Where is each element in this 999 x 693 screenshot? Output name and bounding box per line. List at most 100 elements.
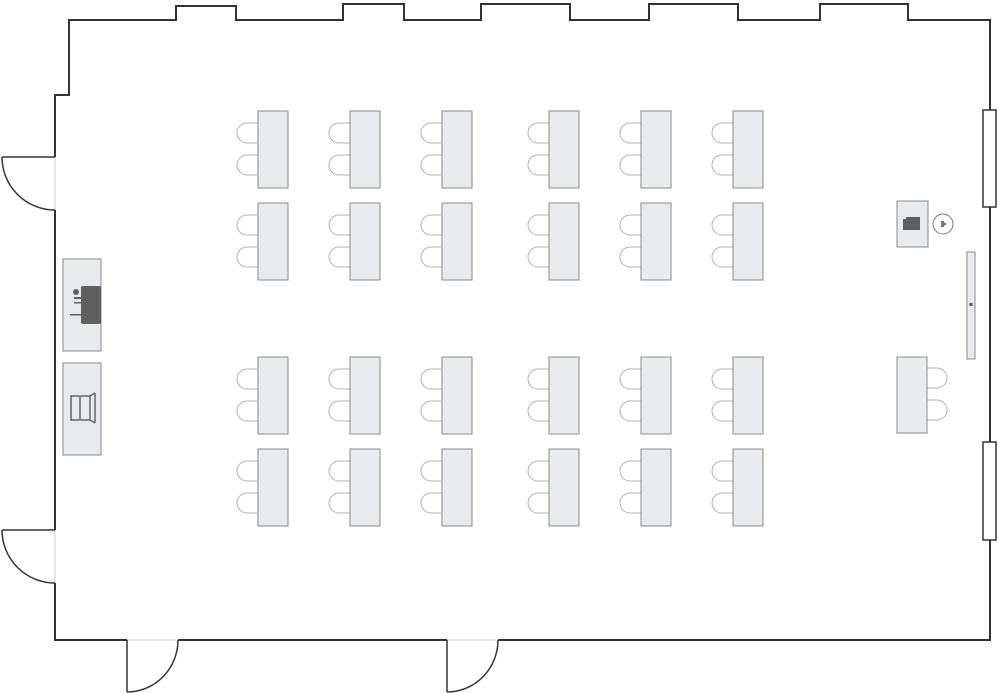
chair[interactable] [328,214,350,236]
chair[interactable] [711,154,733,176]
chair[interactable] [236,154,258,176]
student-desk[interactable] [711,110,764,189]
student-desk[interactable] [420,202,473,281]
chair[interactable] [527,400,549,422]
chair[interactable] [619,214,641,236]
desk-surface[interactable] [257,356,289,435]
door-bottom-middle[interactable] [446,639,499,693]
chair[interactable] [420,368,442,390]
podium[interactable] [896,200,929,248]
student-desk[interactable] [328,448,381,527]
door-left-lower[interactable] [1,529,56,584]
chair[interactable] [420,122,442,144]
desk-surface[interactable] [640,110,672,189]
chair[interactable] [328,154,350,176]
desk-surface[interactable] [640,448,672,527]
chair[interactable] [527,214,549,236]
cabinet-station[interactable] [62,362,102,456]
desk-surface[interactable] [257,202,289,281]
chair[interactable] [420,460,442,482]
desk-surface[interactable] [548,202,580,281]
student-desk[interactable] [619,448,672,527]
speaker-icon[interactable] [932,213,954,235]
chair[interactable] [420,154,442,176]
student-desk[interactable] [236,356,289,435]
chair[interactable] [328,460,350,482]
chair[interactable] [527,368,549,390]
desk-surface[interactable] [349,202,381,281]
chair[interactable] [711,400,733,422]
chair[interactable] [420,246,442,268]
chair[interactable] [711,122,733,144]
chair[interactable] [619,368,641,390]
chair[interactable] [711,246,733,268]
desk-surface[interactable] [548,110,580,189]
chair[interactable] [711,214,733,236]
desk-surface[interactable] [640,202,672,281]
instructor-desk[interactable] [896,356,948,434]
desk-surface[interactable] [441,110,473,189]
chair[interactable] [328,492,350,514]
chair[interactable] [619,492,641,514]
chair[interactable] [420,214,442,236]
desk-surface[interactable] [257,110,289,189]
chair[interactable] [527,122,549,144]
desk-surface[interactable] [548,356,580,435]
chair[interactable] [328,122,350,144]
printer-station[interactable] [62,258,102,352]
student-desk[interactable] [236,448,289,527]
desk-surface[interactable] [548,448,580,527]
chair[interactable] [420,492,442,514]
chair[interactable] [711,460,733,482]
desk-surface[interactable] [732,110,764,189]
student-desk[interactable] [420,448,473,527]
student-desk[interactable] [328,202,381,281]
chair[interactable] [619,400,641,422]
desk-surface[interactable] [349,356,381,435]
student-desk[interactable] [420,356,473,435]
desk-surface[interactable] [441,356,473,435]
chair[interactable] [328,400,350,422]
desk-surface[interactable] [441,448,473,527]
chair[interactable] [236,122,258,144]
student-desk[interactable] [711,202,764,281]
projection-screen-icon[interactable] [966,251,976,360]
student-desk[interactable] [527,202,580,281]
chair[interactable] [619,460,641,482]
student-desk[interactable] [619,110,672,189]
chair[interactable] [711,368,733,390]
chair[interactable] [328,368,350,390]
door-bottom-left[interactable] [126,639,179,693]
desk-surface[interactable] [349,448,381,527]
student-desk[interactable] [711,448,764,527]
chair[interactable] [527,154,549,176]
student-desk[interactable] [328,356,381,435]
desk-surface[interactable] [732,448,764,527]
student-desk[interactable] [711,356,764,435]
student-desk[interactable] [527,356,580,435]
desk-surface[interactable] [441,202,473,281]
student-desk[interactable] [619,356,672,435]
chair[interactable] [527,460,549,482]
student-desk[interactable] [420,110,473,189]
desk-surface[interactable] [640,356,672,435]
chair[interactable] [236,246,258,268]
door-left-upper[interactable] [1,156,56,211]
chair[interactable] [236,460,258,482]
student-desk[interactable] [527,110,580,189]
student-desk[interactable] [619,202,672,281]
chair[interactable] [236,400,258,422]
chair[interactable] [420,400,442,422]
chair[interactable] [236,368,258,390]
desk-surface[interactable] [257,448,289,527]
student-desk[interactable] [236,202,289,281]
desk-surface[interactable] [732,356,764,435]
chair[interactable] [236,492,258,514]
desk-surface[interactable] [349,110,381,189]
student-desk[interactable] [527,448,580,527]
student-desk[interactable] [236,110,289,189]
chair[interactable] [619,154,641,176]
desk-surface[interactable] [732,202,764,281]
chair[interactable] [711,492,733,514]
chair[interactable] [236,214,258,236]
